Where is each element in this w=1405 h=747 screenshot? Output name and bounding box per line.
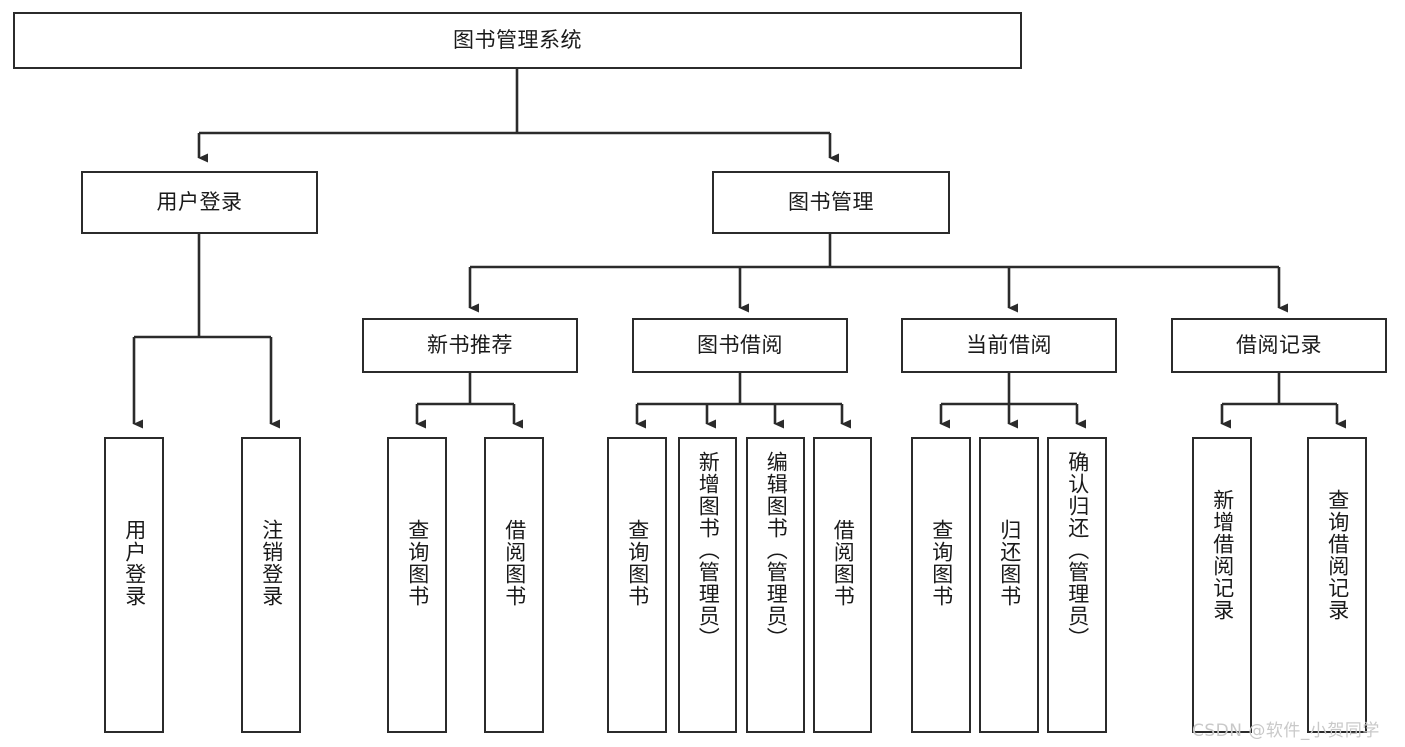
leaf-add-borrow-record[interactable]: 新增借阅记录 bbox=[1192, 437, 1252, 733]
leaf-label: 新增图书（管理员） bbox=[696, 451, 721, 649]
node-new-book-recommend[interactable]: 新书推荐 bbox=[362, 318, 578, 373]
leaf-label: 借阅图书 bbox=[502, 519, 527, 607]
node-label: 图书管理系统 bbox=[453, 27, 582, 52]
node-borrow-record[interactable]: 借阅记录 bbox=[1171, 318, 1387, 373]
leaf-edit-book-admin[interactable]: 编辑图书（管理员） bbox=[746, 437, 805, 733]
leaf-label: 注销登录 bbox=[259, 519, 284, 607]
leaf-label: 查询借阅记录 bbox=[1325, 489, 1350, 621]
leaf-borrow-book-recommend[interactable]: 借阅图书 bbox=[484, 437, 544, 733]
edges-root-to-level2 bbox=[197, 69, 839, 163]
edges-userlogin-to-leaves bbox=[132, 234, 280, 429]
node-user-login[interactable]: 用户登录 bbox=[81, 171, 318, 234]
leaf-label: 编辑图书（管理员） bbox=[764, 451, 789, 649]
leaf-logout-login[interactable]: 注销登录 bbox=[241, 437, 301, 733]
leaf-return-book[interactable]: 归还图书 bbox=[979, 437, 1039, 733]
node-book-management[interactable]: 图书管理 bbox=[712, 171, 950, 234]
leaf-query-book-borrow[interactable]: 查询图书 bbox=[607, 437, 667, 733]
leaf-label: 新增借阅记录 bbox=[1210, 489, 1235, 621]
leaf-label: 归还图书 bbox=[997, 519, 1022, 607]
leaf-label: 查询图书 bbox=[405, 519, 430, 607]
leaf-query-book-current[interactable]: 查询图书 bbox=[911, 437, 971, 733]
node-label: 图书借阅 bbox=[697, 332, 783, 357]
node-label: 用户登录 bbox=[156, 189, 243, 214]
node-book-borrow[interactable]: 图书借阅 bbox=[632, 318, 848, 373]
node-label: 借阅记录 bbox=[1236, 332, 1322, 357]
leaf-label: 查询图书 bbox=[625, 519, 650, 607]
leaf-query-borrow-record[interactable]: 查询借阅记录 bbox=[1307, 437, 1367, 733]
edges-currentborrow-to-leaves bbox=[939, 373, 1086, 429]
leaf-add-book-admin[interactable]: 新增图书（管理员） bbox=[678, 437, 737, 733]
leaf-label: 用户登录 bbox=[122, 519, 147, 607]
edges-bookmgmt-to-level3 bbox=[468, 234, 1288, 313]
edges-borrowrecord-to-leaves bbox=[1220, 373, 1346, 429]
leaf-confirm-return-admin[interactable]: 确认归还（管理员） bbox=[1047, 437, 1107, 733]
node-label: 图书管理 bbox=[788, 189, 874, 214]
leaf-borrow-book[interactable]: 借阅图书 bbox=[813, 437, 872, 733]
node-root-system[interactable]: 图书管理系统 bbox=[13, 12, 1022, 69]
leaf-label: 确认归还（管理员） bbox=[1065, 451, 1090, 649]
leaf-label: 借阅图书 bbox=[831, 519, 856, 607]
leaf-query-book-recommend[interactable]: 查询图书 bbox=[387, 437, 447, 733]
node-current-borrow[interactable]: 当前借阅 bbox=[901, 318, 1117, 373]
leaf-label: 查询图书 bbox=[929, 519, 954, 607]
node-label: 当前借阅 bbox=[966, 332, 1052, 357]
csdn-watermark: CSDN @软件_小贺同学 bbox=[1192, 721, 1380, 741]
node-label: 新书推荐 bbox=[427, 332, 513, 357]
edges-bookborrow-to-leaves bbox=[635, 373, 851, 429]
edges-newbook-to-leaves bbox=[415, 373, 523, 429]
leaf-user-login[interactable]: 用户登录 bbox=[104, 437, 164, 733]
